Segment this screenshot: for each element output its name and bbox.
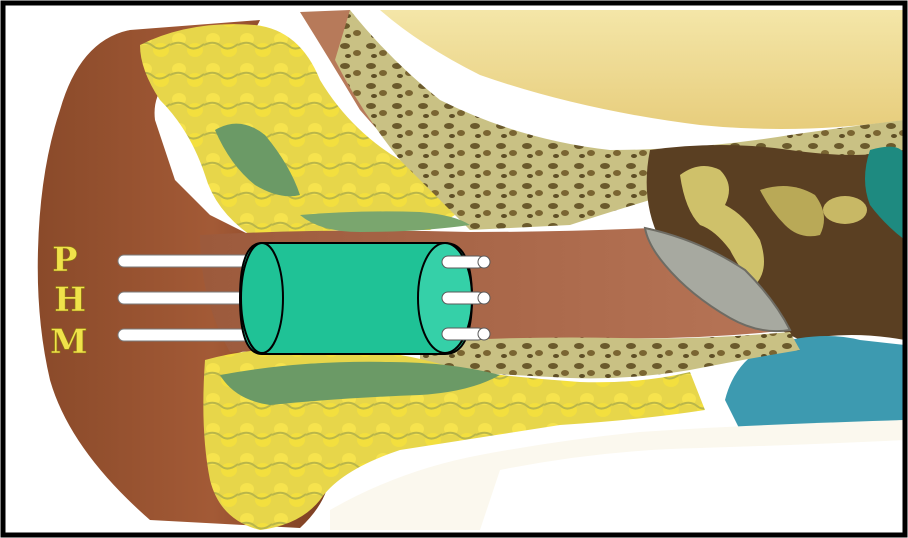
tube-m (118, 329, 258, 341)
stapes (823, 196, 867, 224)
label-p: P (52, 240, 78, 280)
tube-h (118, 292, 258, 304)
label-h: H (54, 280, 86, 320)
tip-p-end (478, 256, 490, 268)
label-m: M (50, 322, 88, 362)
probe-end-left (241, 243, 283, 353)
probe-assembly (118, 243, 490, 354)
tip-m-end (478, 328, 490, 340)
tip-h-end (478, 292, 490, 304)
tube-p (118, 255, 258, 267)
